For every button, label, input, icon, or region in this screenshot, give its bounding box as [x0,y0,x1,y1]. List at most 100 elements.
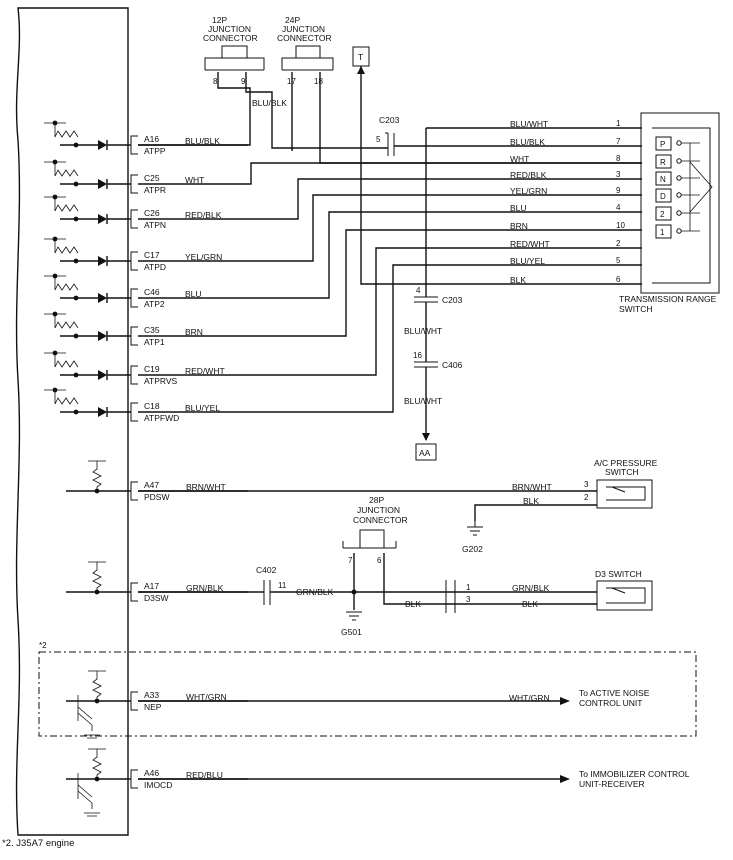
j12p-pin-8: 8 [213,77,218,86]
range-position-label: R [660,158,666,167]
wire-j12p-pin8 [138,72,251,146]
immobilizer-dest-2: UNIT-RECEIVER [579,779,645,789]
ecm-to-range-switch-wire [248,194,642,262]
range-position-label: 1 [660,228,665,237]
ecm-terminal-pin: C46 [144,287,160,297]
range-contact-icon [676,228,682,234]
ecm-node-dot [73,409,79,415]
ecm-node-dot [73,258,79,264]
range-position-label: P [660,140,665,149]
g501-ground [346,611,362,621]
ecm-pullup-resistor [44,122,79,138]
range-switch-pin: 8 [616,154,621,163]
ecm-node-dot [73,142,79,148]
ecm-pullup-resistor [44,161,79,177]
ecm-wire-label: GRN/BLK [186,583,224,593]
ecm-internal-circuits [44,120,248,817]
ecm-diode-icon [98,370,107,380]
ecm-terminal-bracket [130,326,138,346]
ecm-terminal-bracket [130,251,138,271]
range-switch-wiper [689,143,713,231]
ac-switch-body [596,479,653,509]
range-switch-wire-label: BLU/YEL [510,256,545,266]
c203-top-pin: 5 [376,135,381,144]
aa-box [415,443,437,461]
wire-j24p-pin18 [319,72,642,164]
range-switch-wire-label: BLU/BLK [510,137,545,147]
d3-pin1: 1 [466,583,471,592]
range-position-box [655,188,672,203]
footnote: *2. J35A7 engine [2,838,74,849]
anc-wire-out: WHT/GRN [509,693,550,703]
ecm-terminal-pin: A16 [144,134,159,144]
ecm-node-dot [73,295,79,301]
ecm-terminal-pin: C18 [144,401,160,411]
ecm-terminal-bracket [130,691,138,711]
ecm-diode-cathode [106,293,131,303]
c203-top-label: C203 [379,115,400,125]
ecm-diode-cathode [106,407,131,417]
j24p-pin-18: 18 [314,77,323,86]
ecm-diode-cathode [106,214,131,224]
ecm-terminal-pin: A46 [144,768,159,778]
range-switch-pin: 9 [616,186,621,195]
range-switch-pin: 10 [616,221,625,230]
ecm-pullup-resistor [44,352,79,368]
ecm-wire-label: BRN [185,327,203,337]
anc-dashed-region [38,651,697,737]
range-position-box [655,206,672,221]
aa-box-label: AA [419,448,431,458]
ecm-node-dot [52,387,58,393]
c406-connector [414,361,438,368]
ecm-pullup-resistor [88,561,106,592]
ecm-terminal-labels: A16ATPPBLU/BLKC25ATPRWHTC26ATPNRED/BLKC1… [144,134,227,790]
ecm-node-dot [52,273,58,279]
c402-label: C402 [256,565,277,575]
aa-arrow [422,433,430,441]
ecm-diode-icon [98,407,107,417]
ecm-node-dot [52,350,58,356]
ecm-to-range-switch-wire [248,229,642,337]
g202-ground [467,521,483,536]
range-position-box [655,171,672,186]
range-switch-label-2: SWITCH [619,304,653,314]
ecm-node-dot [73,181,79,187]
ecm-terminal-bracket [130,365,138,385]
range-switch-wire-label: WHT [510,154,529,164]
ecm-diode-cathode [106,331,131,341]
ecm-diode-icon [98,214,107,224]
ecm-ground-icon [84,812,100,817]
range-switch-pin: 5 [616,256,621,265]
j28p-pin-7: 7 [348,556,353,565]
ecm-node-dot [73,216,79,222]
ecm-outline [15,7,129,836]
ecm-diode-icon [98,256,107,266]
ecm-wire-label: BRN/WHT [186,482,226,492]
anc-marker: *2 [39,641,47,650]
ecm-terminal-signal: NEP [144,702,162,712]
ecm-diode-cathode [106,370,131,380]
j24p-title-2: JUNCTION [282,24,325,34]
ecm-transistor-icon [77,695,93,731]
junction-dot-g501 [351,589,357,595]
range-contact-icon [676,192,682,198]
range-switch-wire-label: RED/BLK [510,170,547,180]
range-position-label: 2 [660,210,665,219]
ecm-terminal-signal: ATP2 [144,299,165,309]
ecm-wire-label: YEL/GRN [185,252,222,262]
ecm-terminal-pin: C17 [144,250,160,260]
ecm-wire-label: RED/BLU [186,770,223,780]
c402-pin: 11 [278,581,287,590]
ecm-pullup-resistor [44,389,79,405]
ecm-pullup-resistor [44,313,79,329]
ac-wire2: BLK [523,496,539,506]
wire-t-box [360,66,642,285]
ecm-to-range-switch-wire [248,211,642,299]
ecm-terminal-pin: A17 [144,581,159,591]
ecm-node-dot [52,159,58,165]
range-switch-wire-label: BRN [510,221,528,231]
range-switch-pin: 1 [616,119,621,128]
ecm-transistor-icon [77,773,93,809]
c203-lower-wire: BLU/WHT [404,326,442,336]
